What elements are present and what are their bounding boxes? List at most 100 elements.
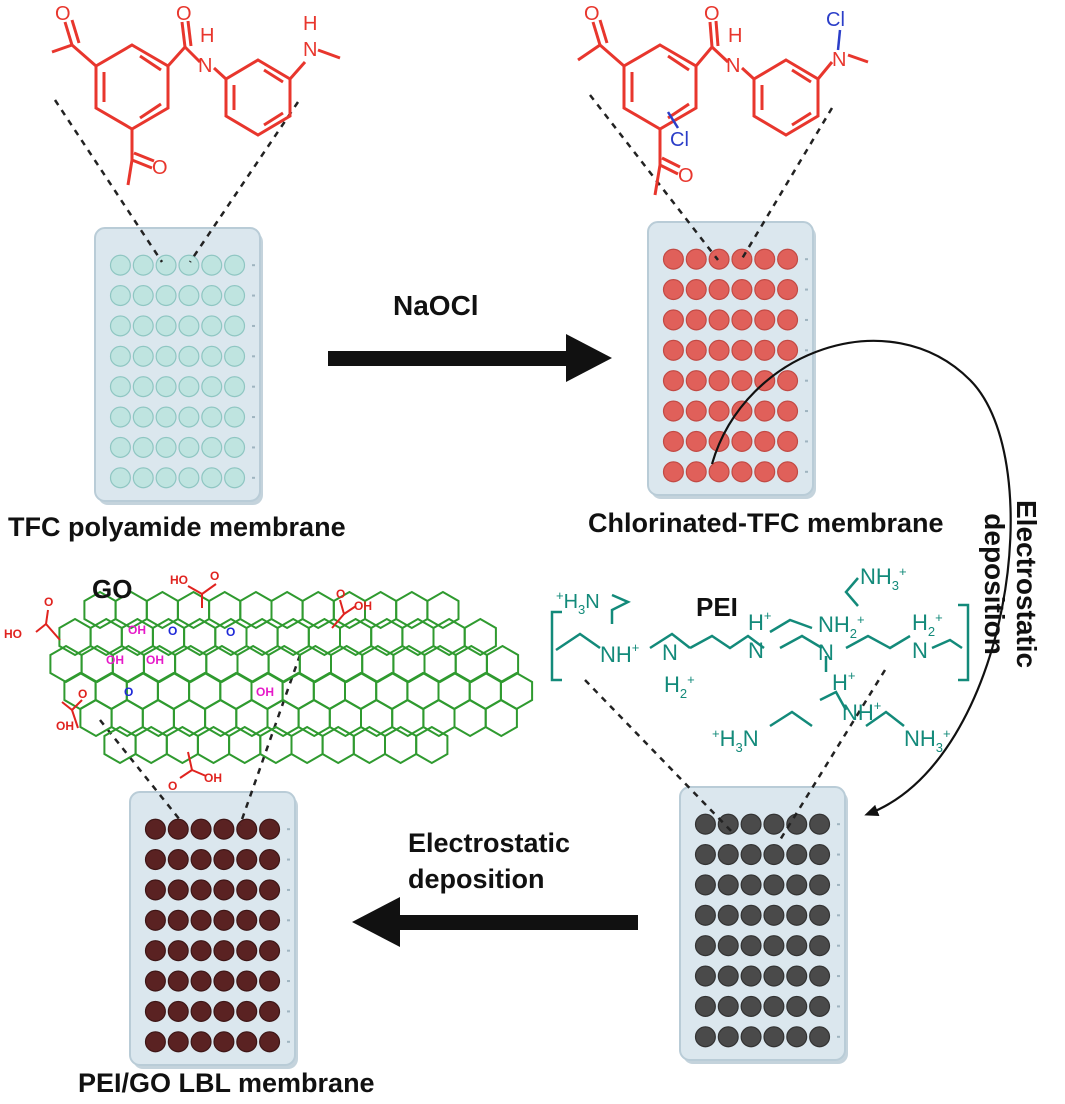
- well: [236, 909, 258, 931]
- well: [717, 813, 739, 835]
- plate-tick: [287, 919, 290, 922]
- well: [685, 400, 707, 422]
- well: [190, 818, 212, 840]
- well: [685, 339, 707, 361]
- label-o: O: [78, 687, 87, 701]
- well: [236, 849, 258, 871]
- chlorinated-polyamide-structure: [577, 19, 869, 196]
- plate-tick: [252, 355, 255, 358]
- well: [190, 940, 212, 962]
- chlorine-atoms: Cl Cl: [670, 9, 845, 151]
- well: [155, 406, 177, 428]
- well: [167, 849, 189, 871]
- well: [740, 844, 762, 866]
- well: [708, 339, 730, 361]
- label-oh: OH: [354, 599, 372, 613]
- well: [708, 309, 730, 331]
- well: [786, 874, 808, 896]
- polyamide-structure: [51, 19, 341, 186]
- label-pei: PEI: [696, 592, 738, 622]
- go-hexagon: [49, 644, 83, 684]
- well: [178, 376, 200, 398]
- chlorine-bonds: [666, 29, 842, 129]
- benzene-ring: [752, 58, 820, 137]
- well: [662, 400, 684, 422]
- well: [259, 879, 281, 901]
- atom-n: N: [198, 55, 212, 77]
- pei-n: N: [818, 640, 834, 665]
- well: [754, 279, 776, 301]
- plate-tfc-membrane: [94, 227, 263, 505]
- curved-arrow-electrostatic: [710, 339, 1012, 817]
- well: [167, 909, 189, 931]
- well: [213, 940, 235, 962]
- well: [740, 935, 762, 957]
- label-pei-go-lbl-membrane: PEI/GO LBL membrane: [78, 1068, 375, 1098]
- arrow-naocl: [328, 334, 612, 382]
- label-electrostatic-vertical-line1: Electrostatic: [1011, 500, 1042, 669]
- bracket-right: [958, 603, 970, 682]
- well: [717, 874, 739, 896]
- atom-h: H: [728, 25, 742, 47]
- plate-tick: [252, 446, 255, 449]
- well: [144, 1031, 166, 1053]
- well: [731, 461, 753, 483]
- zoom-line-pei-right: [778, 669, 887, 841]
- well: [809, 995, 831, 1017]
- zoom-line-pei-left: [584, 679, 736, 836]
- well: [694, 935, 716, 957]
- go-hexagon: [415, 725, 449, 765]
- well: [201, 345, 223, 367]
- well: [167, 818, 189, 840]
- well: [708, 461, 730, 483]
- well: [201, 285, 223, 307]
- pei-n: N: [748, 638, 764, 663]
- well: [167, 940, 189, 962]
- label-go: GO: [92, 574, 133, 604]
- well: [694, 844, 716, 866]
- label-o: O: [168, 779, 177, 793]
- well: [236, 1031, 258, 1053]
- plate-tick: [252, 385, 255, 388]
- well: [167, 1031, 189, 1053]
- well: [754, 400, 776, 422]
- well: [213, 849, 235, 871]
- label-naocl: NaOCl: [393, 290, 479, 321]
- well: [731, 430, 753, 452]
- well: [763, 965, 785, 987]
- pei-h3n-plus: +H3N: [712, 726, 759, 755]
- well: [777, 461, 799, 483]
- label-chlorinated-tfc-membrane: Chlorinated-TFC membrane: [588, 508, 944, 538]
- well: [708, 370, 730, 392]
- pei-h-plus: H+: [832, 668, 855, 695]
- well: [224, 406, 246, 428]
- label-oh: OH: [146, 653, 164, 667]
- well: [201, 254, 223, 276]
- well: [155, 254, 177, 276]
- benzene-ring: [224, 58, 292, 137]
- plate-tick: [837, 975, 840, 978]
- label-o: O: [44, 595, 53, 609]
- well: [259, 909, 281, 931]
- well: [213, 879, 235, 901]
- well: [224, 285, 246, 307]
- well: [201, 315, 223, 337]
- well: [708, 279, 730, 301]
- plate-tick: [805, 318, 808, 321]
- atom-n: N: [303, 39, 317, 61]
- pei-h-plus: H+: [748, 608, 771, 635]
- plate-tick: [252, 416, 255, 419]
- well: [731, 370, 753, 392]
- pei-nh3-plus: NH3+: [904, 726, 951, 755]
- well: [777, 279, 799, 301]
- well: [717, 965, 739, 987]
- pei-n: N: [662, 640, 678, 665]
- well: [662, 370, 684, 392]
- well: [809, 904, 831, 926]
- well: [213, 970, 235, 992]
- well: [236, 879, 258, 901]
- well: [201, 436, 223, 458]
- label-electrostatic-vertical-line2: deposition: [979, 513, 1010, 655]
- well: [109, 436, 131, 458]
- go-hexagon: [453, 698, 487, 738]
